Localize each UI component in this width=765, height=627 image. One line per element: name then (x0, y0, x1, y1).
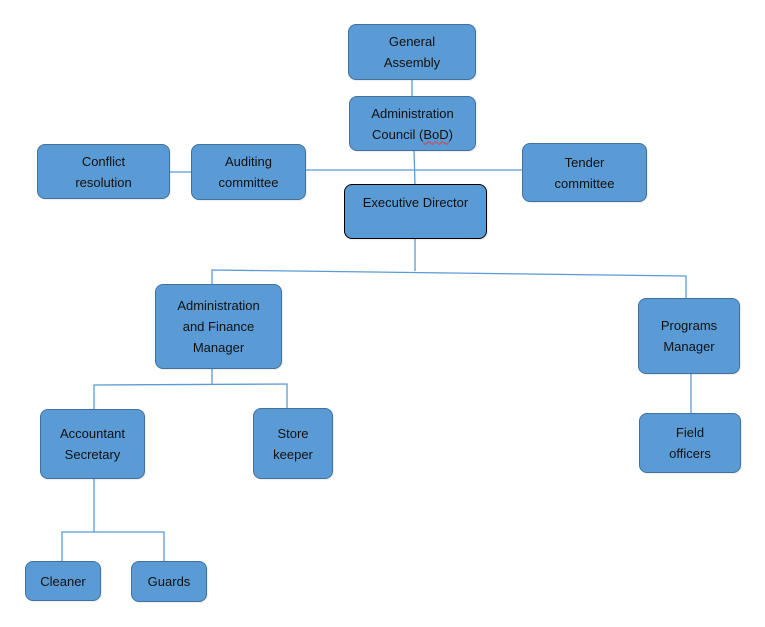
node-guards: Guards (131, 561, 207, 602)
admin-council-text: Administration Council ( (371, 105, 454, 142)
node-cleaner: Cleaner (25, 561, 101, 601)
node-field-officers: Field officers (639, 413, 741, 473)
node-label: Accountant Secretary (59, 426, 126, 462)
node-label: Guards (147, 574, 191, 589)
node-label: Field officers (669, 425, 711, 461)
node-label: Administration and Finance Manager (177, 298, 260, 355)
node-label: Store keeper (273, 425, 313, 462)
node-conflict-resolution: Conflict resolution (37, 144, 170, 199)
admin-council-abbr: BoD (423, 126, 449, 142)
edge-accountant-branch (61, 531, 165, 562)
edge-executive-branch (211, 269, 687, 299)
node-tender-committee: Tender committee (522, 143, 647, 202)
node-label: Conflict resolution (75, 153, 132, 190)
node-label: Auditing committee (218, 154, 279, 190)
node-administration-finance-manager: Administration and Finance Manager (155, 284, 282, 369)
node-programs-manager: Programs Manager (638, 298, 740, 374)
node-label: Programs Manager (660, 318, 718, 354)
node-executive-director: Executive Director (344, 184, 487, 239)
node-general-assembly: General Assembly (348, 24, 476, 80)
node-store-keeper: Store keeper (253, 408, 333, 479)
node-accountant-secretary: Accountant Secretary (40, 409, 145, 479)
node-label: General Assembly (383, 34, 441, 70)
node-label: Administration Council (BoD) (371, 103, 453, 145)
edge-afm-branch (93, 383, 288, 410)
admin-council-suffix: ) (448, 126, 453, 142)
node-label: Cleaner (40, 573, 86, 589)
edge-council-executive (413, 150, 416, 186)
node-administration-council: Administration Council (BoD) (349, 96, 476, 151)
node-label: Executive Director (362, 195, 469, 210)
node-label: Tender committee (554, 154, 615, 191)
node-auditing-committee: Auditing committee (191, 144, 306, 200)
